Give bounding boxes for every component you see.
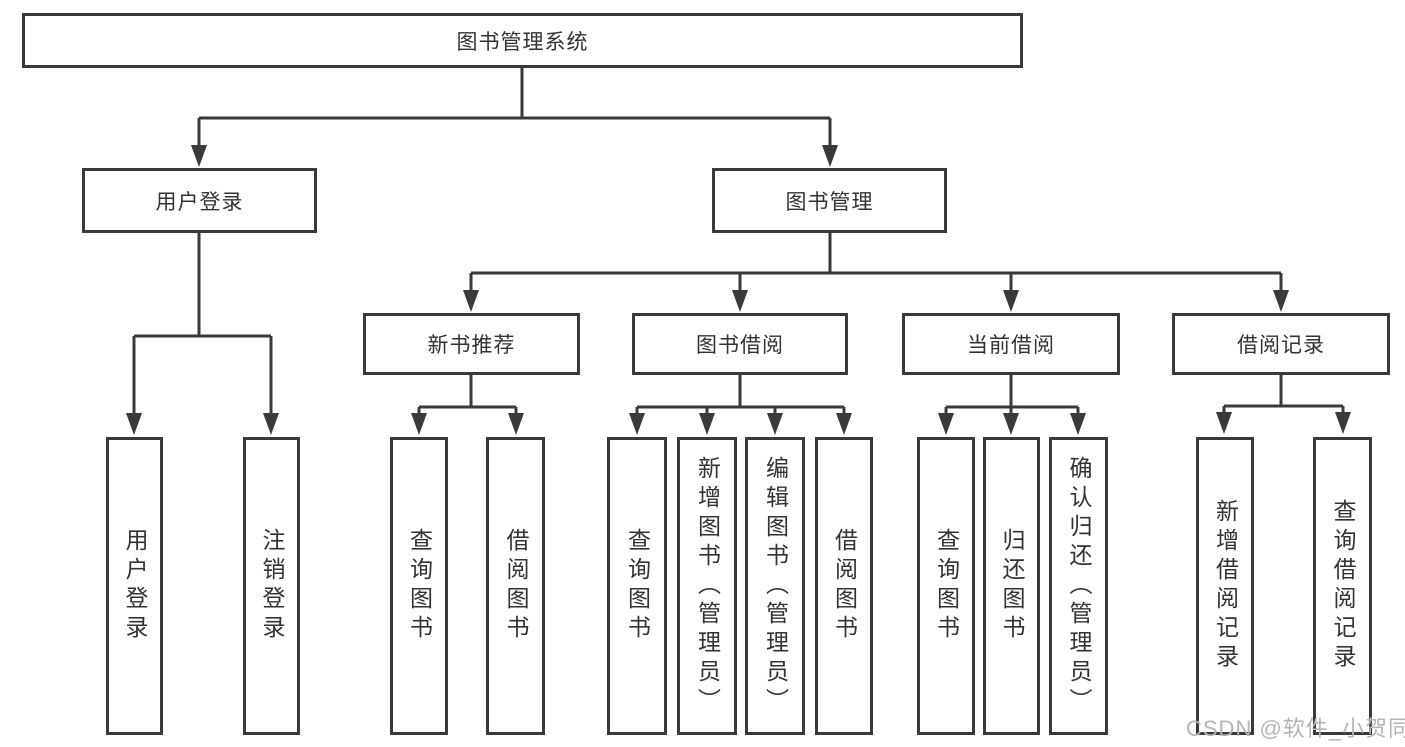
node-label: 查询图书 bbox=[933, 528, 960, 644]
leaf-logout: 注销登录 bbox=[243, 437, 300, 735]
node-current-borrow: 当前借阅 bbox=[902, 313, 1120, 375]
node-label: 借阅图书 bbox=[831, 528, 858, 644]
leaf-add-borrow-record: 新增借阅记录 bbox=[1196, 437, 1254, 735]
node-label: 新增图书（管理员） bbox=[694, 455, 721, 717]
node-borrow-records: 借阅记录 bbox=[1172, 313, 1390, 375]
node-label: 借阅记录 bbox=[1237, 334, 1325, 357]
leaf-current-query-books: 查询图书 bbox=[917, 437, 975, 735]
node-label: 图书借阅 bbox=[696, 334, 784, 357]
node-label: 新书推荐 bbox=[427, 334, 516, 357]
leaf-newbook-query-books: 查询图书 bbox=[390, 437, 448, 735]
node-label: 查询图书 bbox=[406, 528, 433, 644]
node-new-book-recommend: 新书推荐 bbox=[363, 313, 580, 375]
leaf-borrow-books: 借阅图书 bbox=[815, 437, 873, 735]
arrowhead-icons bbox=[126, 145, 1351, 435]
leaf-query-borrow-record: 查询借阅记录 bbox=[1313, 437, 1372, 735]
leaf-confirm-return-admin: 确认归还（管理员） bbox=[1049, 437, 1108, 735]
node-label: 查询借阅记录 bbox=[1330, 499, 1356, 673]
leaf-return-books: 归还图书 bbox=[983, 437, 1040, 735]
node-label: 注销登录 bbox=[259, 528, 285, 644]
node-label: 新增借阅记录 bbox=[1212, 499, 1239, 673]
node-label: 图书管理 bbox=[785, 190, 874, 214]
node-label: 借阅图书 bbox=[503, 528, 529, 644]
node-label: 当前借阅 bbox=[967, 334, 1055, 357]
leaf-borrow-query-books: 查询图书 bbox=[607, 437, 667, 735]
node-book-borrow: 图书借阅 bbox=[632, 313, 848, 375]
node-label: 图书管理系统 bbox=[456, 30, 589, 54]
node-book-management: 图书管理 bbox=[712, 168, 947, 233]
leaf-add-book-admin: 新增图书（管理员） bbox=[677, 437, 737, 735]
node-label: 查询图书 bbox=[624, 528, 651, 644]
node-label: 编辑图书（管理员） bbox=[762, 455, 789, 717]
node-label: 用户登录 bbox=[122, 528, 148, 644]
leaf-newbook-borrow-books: 借阅图书 bbox=[486, 437, 545, 735]
node-label: 用户登录 bbox=[155, 190, 244, 214]
node-user-login: 用户登录 bbox=[82, 168, 317, 233]
leaf-user-login: 用户登录 bbox=[106, 437, 163, 735]
csdn-watermark: CSDN @软件_小贺同学 bbox=[1186, 716, 1405, 741]
leaf-edit-book-admin: 编辑图书（管理员） bbox=[745, 437, 805, 735]
node-label: 确认归还（管理员） bbox=[1066, 455, 1092, 717]
node-label: 归还图书 bbox=[999, 528, 1025, 644]
node-library-management-system: 图书管理系统 bbox=[22, 13, 1023, 68]
